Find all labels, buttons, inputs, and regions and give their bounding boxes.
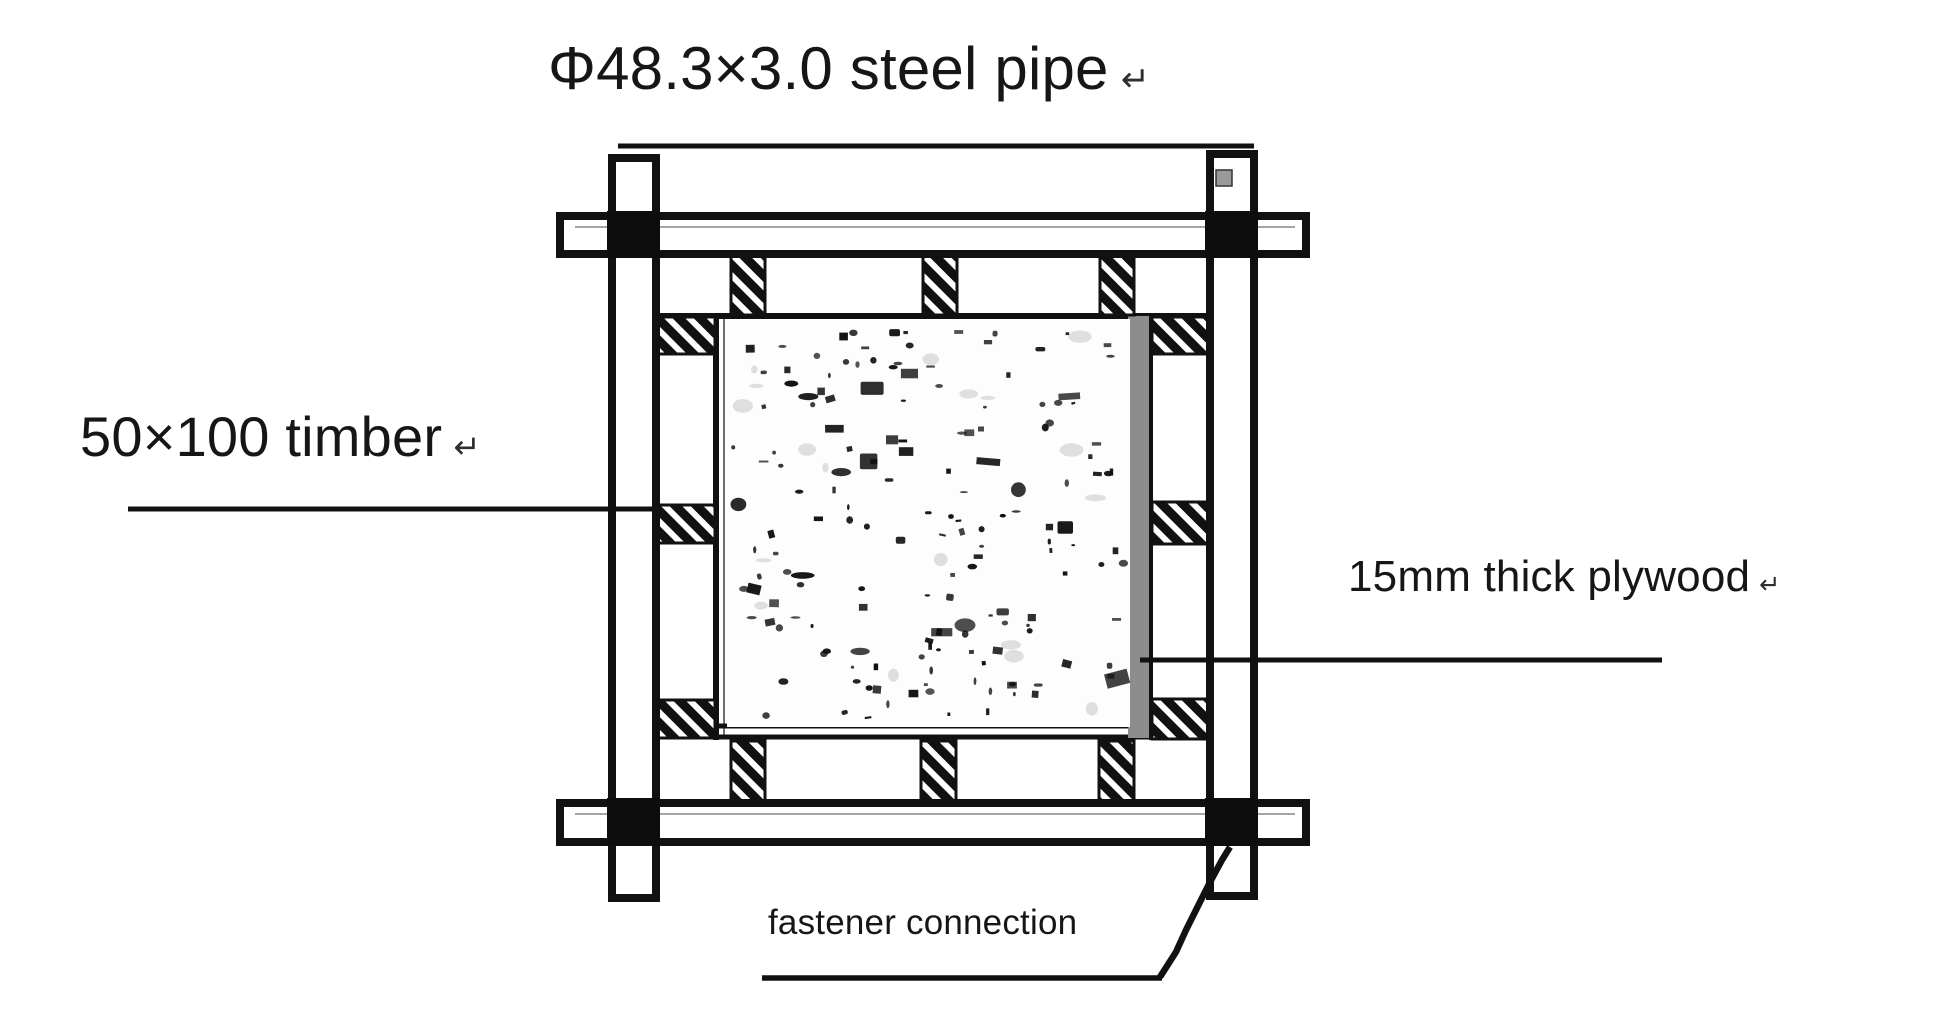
pipe-highlights: [575, 226, 1295, 815]
fastener-label-text: fastener connection: [768, 903, 1078, 942]
timber-battens: [651, 251, 1212, 806]
timber-label-text: 50×100 timber: [80, 405, 443, 468]
fastener-label: fastener connection: [768, 903, 1077, 943]
fastener-bottom-left: [607, 798, 660, 846]
timber-batten: [729, 739, 767, 806]
fastener-bottom-right: [1205, 798, 1258, 846]
fastener-top-right: [1205, 211, 1258, 258]
concrete-speckle-texture: [730, 329, 1131, 720]
timber-batten: [1150, 315, 1212, 356]
steel-pipes: [556, 150, 1310, 902]
steel-pipe-horizontal-bottom: [556, 799, 1310, 846]
timber-batten: [1150, 500, 1212, 546]
timber-batten: [729, 251, 767, 317]
fasteners: [607, 211, 1258, 846]
steel-pipe-vertical-left: [608, 154, 660, 902]
timber-batten: [651, 698, 717, 740]
timber-batten: [921, 251, 959, 317]
timber-batten: [1097, 739, 1136, 806]
leader-lines: [128, 506, 1662, 981]
plywood-right-face: [1128, 316, 1150, 738]
plywood-label-text: 15mm thick plywood: [1348, 552, 1751, 601]
plywood-label: 15mm thick plywood ↵: [1348, 552, 1781, 602]
fastener-top-left: [607, 211, 660, 258]
fastener-leader-diagonal: [1157, 845, 1233, 979]
return-symbol: ↵: [453, 427, 481, 466]
return-symbol: ↵: [1120, 60, 1151, 101]
timber-batten: [651, 503, 717, 545]
timber-label: 50×100 timber ↵: [80, 404, 481, 469]
timber-batten: [919, 739, 958, 806]
pipe-coupler: [1215, 169, 1233, 187]
return-symbol: ↵: [1759, 569, 1781, 600]
diagram-title: Φ48.3×3.0 steel pipe ↵: [548, 34, 1150, 103]
timber-batten: [1098, 251, 1136, 317]
steel-pipe-horizontal-top: [556, 212, 1310, 258]
title-text: Φ48.3×3.0 steel pipe: [548, 35, 1109, 102]
timber-batten: [1150, 697, 1212, 741]
steel-pipe-vertical-right: [1206, 150, 1258, 900]
timber-batten: [651, 315, 717, 356]
